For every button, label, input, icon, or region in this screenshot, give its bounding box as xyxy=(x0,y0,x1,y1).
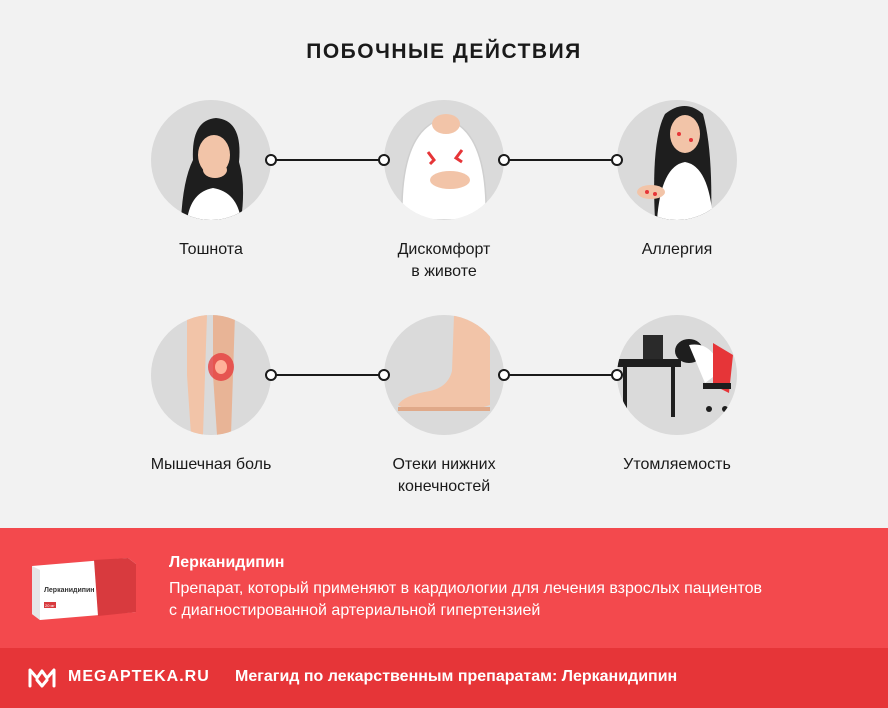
connector-line xyxy=(271,159,384,161)
effect-caption-fatigue: Утомляемость xyxy=(623,456,731,473)
connector-dot xyxy=(498,154,510,166)
fatigue-illustration xyxy=(617,315,737,435)
page-title: ПОБОЧНЫЕ ДЕЙСТВИЯ xyxy=(306,40,582,63)
connector-dot xyxy=(265,369,277,381)
connector-dot xyxy=(265,154,277,166)
muscle-pain-illustration xyxy=(151,315,271,435)
connector-line xyxy=(504,159,617,161)
effect-caption-muscle-pain: Мышечная боль xyxy=(150,456,272,473)
drug-name: Лерканидипин xyxy=(169,554,285,571)
effect-caption-stomach: Дискомфорт в животе xyxy=(397,241,491,280)
connector-dot xyxy=(498,369,510,381)
connector-line xyxy=(271,374,384,376)
footer-bar xyxy=(0,648,888,708)
nausea-illustration xyxy=(151,100,271,220)
swelling-illustration xyxy=(384,315,504,435)
drug-info-banner xyxy=(0,528,888,648)
drug-description: Препарат, который применяют в кардиологи… xyxy=(169,580,763,619)
megapteka-logo-icon xyxy=(28,666,56,693)
connector-dot xyxy=(378,369,390,381)
box-dose-label: 20 мг xyxy=(45,603,55,608)
effect-caption-nausea: Тошнота xyxy=(179,241,243,258)
connector-dot xyxy=(611,154,623,166)
stomach-discomfort-illustration xyxy=(384,100,504,220)
connector-dot xyxy=(611,369,623,381)
footer-guide-text: Мегагид по лекарственным препаратам: Лер… xyxy=(235,668,678,685)
allergy-illustration xyxy=(617,100,737,220)
brand-name[interactable]: MEGAPTEKA.RU xyxy=(68,668,210,685)
effect-caption-swelling: Отеки нижних конечностей xyxy=(392,456,496,495)
box-drug-label: Лерканидипин xyxy=(44,587,95,594)
connector-dot xyxy=(378,154,390,166)
medicine-box-image: Лерканидипин 20 мг xyxy=(28,556,140,627)
connector-line xyxy=(504,374,617,376)
effect-caption-allergy: Аллергия xyxy=(641,241,713,258)
